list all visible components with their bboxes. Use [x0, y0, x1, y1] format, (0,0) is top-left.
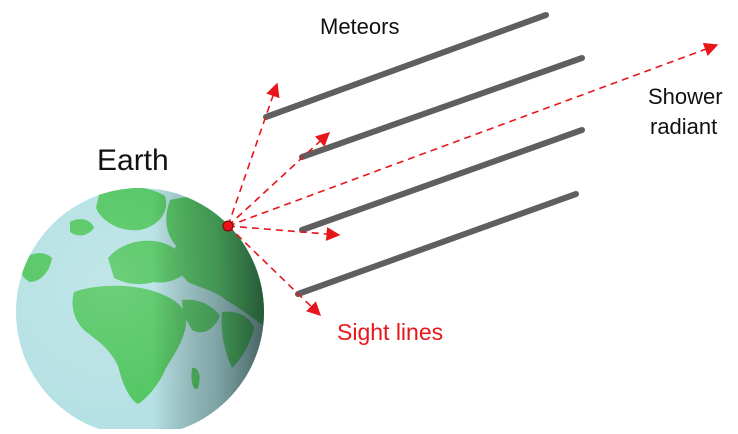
meteor-streak: [299, 127, 585, 233]
meteor-streak: [263, 12, 549, 120]
meteor-streak: [295, 191, 579, 297]
meteor-streak: [299, 55, 585, 160]
sight-line-arrow: [227, 225, 341, 241]
sight-line-arrow: [227, 132, 331, 227]
shower-radiant-label-line2: radiant: [650, 114, 717, 139]
observer-dot: [222, 220, 234, 232]
earth-globe-icon: [16, 188, 264, 434]
shower-radiant-label-line1: Shower: [648, 84, 723, 109]
sight-line-arrow: [227, 42, 719, 227]
earth-label: Earth: [97, 144, 169, 177]
sight-line-arrow: [227, 225, 322, 316]
sight-line-arrow: [227, 82, 280, 227]
meteor-streaks: [263, 12, 585, 297]
sight-lines-label: Sight lines: [337, 319, 443, 345]
meteors-label: Meteors: [320, 14, 399, 39]
sight-lines: [227, 42, 719, 316]
